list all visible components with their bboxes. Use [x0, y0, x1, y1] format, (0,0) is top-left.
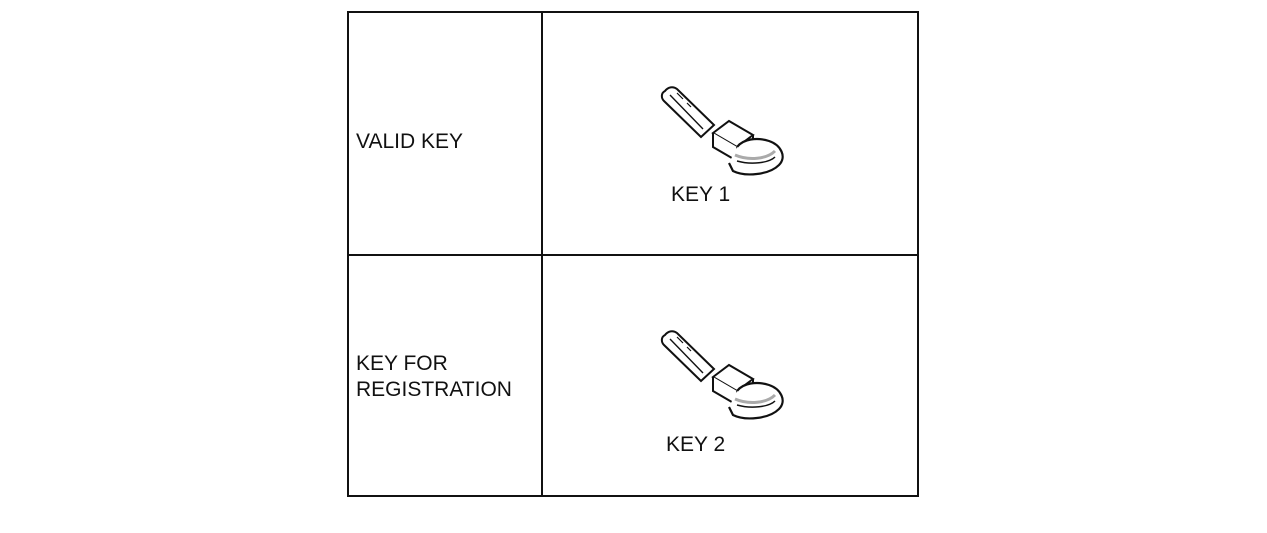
- key-1-caption: KEY 1: [671, 183, 731, 206]
- row-label-valid-key: VALID KEY: [356, 130, 463, 153]
- key-icon: [660, 330, 784, 420]
- key-2-caption: KEY 2: [666, 433, 726, 456]
- row-divider: [349, 254, 917, 256]
- key-icon: [660, 86, 784, 176]
- row-label-key-for-registration: KEY FOR REGISTRATION: [356, 352, 512, 401]
- key-table: VALID KEY KEY FOR REGISTRATION KEY 1 KEY…: [347, 11, 919, 497]
